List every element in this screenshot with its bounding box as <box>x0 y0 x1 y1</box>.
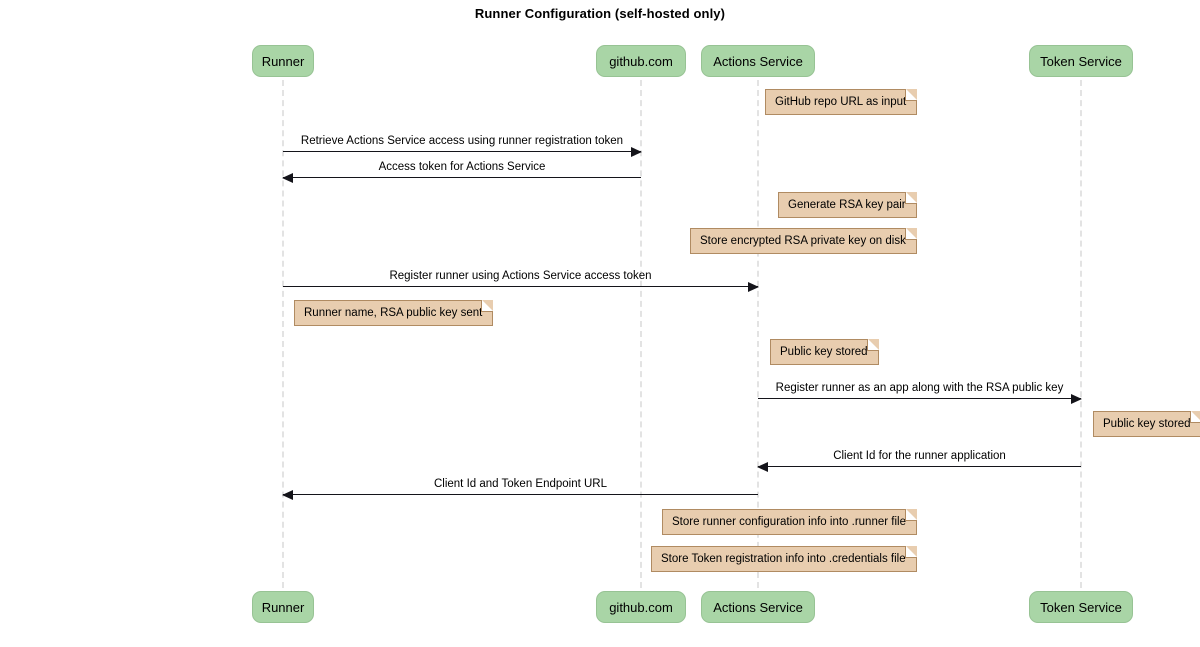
note-store-token: Store Token registration info into .cred… <box>651 546 917 572</box>
note-store-runner: Store runner configuration info into .ru… <box>662 509 917 535</box>
arrowhead-icon <box>748 282 759 292</box>
note-text: GitHub repo URL as input <box>775 96 907 108</box>
participant-token-top[interactable]: Token Service <box>1029 45 1133 77</box>
message-register-runner: Register runner using Actions Service ac… <box>283 270 759 292</box>
note-pubkey-token: Public key stored <box>1093 411 1200 437</box>
note-text: Store runner configuration info into .ru… <box>672 516 906 528</box>
note-generate-rsa: Generate RSA key pair <box>778 192 917 218</box>
participant-token-bottom[interactable]: Token Service <box>1029 591 1133 623</box>
message-client-id-return: Client Id for the runner application <box>757 450 1081 472</box>
participant-label: Runner <box>261 53 305 69</box>
arrowhead-icon <box>1071 394 1082 404</box>
lifeline-actions <box>757 80 759 588</box>
participant-label: github.com <box>609 599 673 615</box>
note-store-private: Store encrypted RSA private key on disk <box>690 228 917 254</box>
participant-runner-bottom[interactable]: Runner <box>252 591 314 623</box>
message-label: Register runner as an app along with the… <box>775 382 1064 394</box>
lifeline-runner <box>282 80 284 588</box>
message-label: Retrieve Actions Service access using ru… <box>300 135 624 147</box>
lifeline-github <box>640 80 642 588</box>
message-access-token: Access token for Actions Service <box>282 161 641 183</box>
note-text: Store encrypted RSA private key on disk <box>700 235 906 247</box>
participant-github-bottom[interactable]: github.com <box>596 591 686 623</box>
lifeline-token <box>1080 80 1082 588</box>
participant-label: Token Service <box>1040 599 1122 615</box>
participant-label: github.com <box>609 53 673 69</box>
note-text: Public key stored <box>1103 418 1191 430</box>
participant-github-top[interactable]: github.com <box>596 45 686 77</box>
note-runner-name: Runner name, RSA public key sent <box>294 300 494 326</box>
page-title: Runner Configuration (self-hosted only) <box>474 6 726 21</box>
message-client-id-endpoint: Client Id and Token Endpoint URL <box>282 478 758 500</box>
message-retrieve-access: Retrieve Actions Service access using ru… <box>283 135 642 157</box>
arrowhead-icon <box>282 490 293 500</box>
message-label: Access token for Actions Service <box>378 161 546 173</box>
participant-label: Runner <box>261 599 305 615</box>
note-text: Public key stored <box>780 346 868 358</box>
note-pubkey-actions: Public key stored <box>770 339 879 365</box>
message-register-app: Register runner as an app along with the… <box>758 382 1082 404</box>
arrowhead-icon <box>282 173 293 183</box>
participant-actions-bottom[interactable]: Actions Service <box>701 591 815 623</box>
participant-label: Token Service <box>1040 53 1122 69</box>
note-text: Store Token registration info into .cred… <box>661 553 906 565</box>
participant-label: Actions Service <box>713 53 803 69</box>
arrowhead-icon <box>631 147 642 157</box>
message-label: Client Id and Token Endpoint URL <box>433 478 608 490</box>
message-label: Client Id for the runner application <box>833 450 1006 462</box>
participant-label: Actions Service <box>713 599 803 615</box>
message-label: Register runner using Actions Service ac… <box>389 270 652 282</box>
participant-runner-top[interactable]: Runner <box>252 45 314 77</box>
arrowhead-icon <box>757 462 768 472</box>
note-repo-url: GitHub repo URL as input <box>765 89 918 115</box>
participant-actions-top[interactable]: Actions Service <box>701 45 815 77</box>
note-text: Runner name, RSA public key sent <box>304 307 483 319</box>
note-text: Generate RSA key pair <box>788 199 906 211</box>
